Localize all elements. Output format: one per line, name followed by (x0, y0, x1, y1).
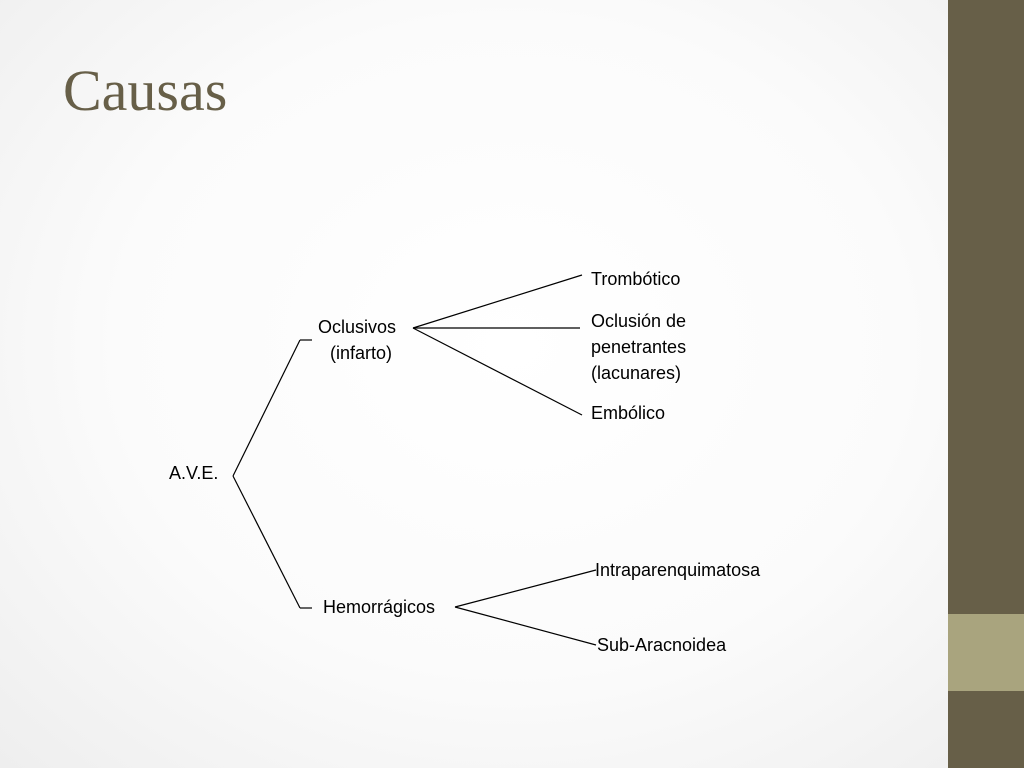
branch-hemorragicos: Hemorrágicos (323, 597, 435, 617)
tree-diagram: A.V.E. Oclusivos (infarto) Trombótico Oc… (169, 269, 761, 655)
edge-root-hemorragicos (232, 475, 301, 609)
slide-title: Causas (63, 58, 228, 123)
edge-hemorragicos-intraparenquimatosa (454, 569, 597, 608)
leaf-oclusion-penetrantes: Oclusión de penetrantes (lacunares) (591, 311, 691, 383)
edge-root-oclusivos (232, 339, 301, 477)
edge-oclusivos-trombotico (412, 274, 583, 329)
leaf-embolico: Embólico (591, 403, 665, 423)
leaf-intraparenquimatosa: Intraparenquimatosa (595, 560, 761, 580)
branch-oclusivos: Oclusivos (infarto) (318, 317, 401, 363)
sidebar-accent-block (948, 614, 1024, 691)
edge-oclusivos-embolico (412, 327, 583, 416)
edge-hemorragicos-subaracnoidea (454, 606, 597, 646)
root-node: A.V.E. (169, 463, 218, 483)
leaf-sub-aracnoidea: Sub-Aracnoidea (597, 635, 727, 655)
leaf-trombotico: Trombótico (591, 269, 680, 289)
